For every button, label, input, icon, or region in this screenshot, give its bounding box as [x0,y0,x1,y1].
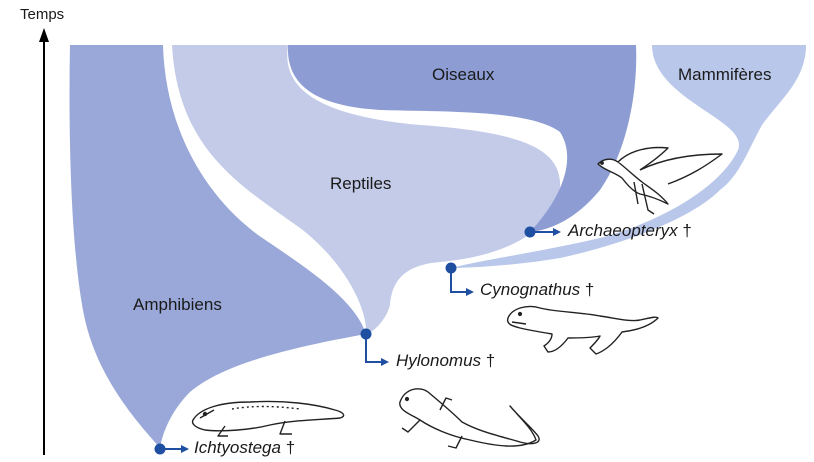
node-hylonomus [361,329,390,367]
reptiles-label: Reptiles [330,174,391,194]
cynognathus-label: Cynognathus † [480,280,594,300]
extinct-mark: † [585,280,594,299]
extinct-mark: † [486,351,495,370]
cynognathus-name: Cynognathus [480,280,580,299]
archaeopteryx-label: Archaeopteryx † [568,221,692,241]
birds-label: Oiseaux [432,65,494,85]
ichthyostega-label: Ichtyostega † [194,438,295,458]
cynognathus-drawing [508,306,658,354]
mammals-label: Mammifères [678,65,772,85]
hylonomus-drawing [400,389,539,448]
amphibians-label: Amphibiens [133,295,222,315]
archaeopteryx-name: Archaeopteryx [568,221,678,240]
time-axis [39,28,49,455]
extinct-mark: † [682,221,691,240]
time-axis-label: Temps [20,6,64,23]
node-ichthyostega [155,444,190,455]
extinct-mark: † [286,438,295,457]
hylonomus-name: Hylonomus [396,351,481,370]
hylonomus-label: Hylonomus † [396,351,495,371]
ichthyostega-name: Ichtyostega [194,438,281,457]
ichthyostega-drawing [193,401,344,436]
